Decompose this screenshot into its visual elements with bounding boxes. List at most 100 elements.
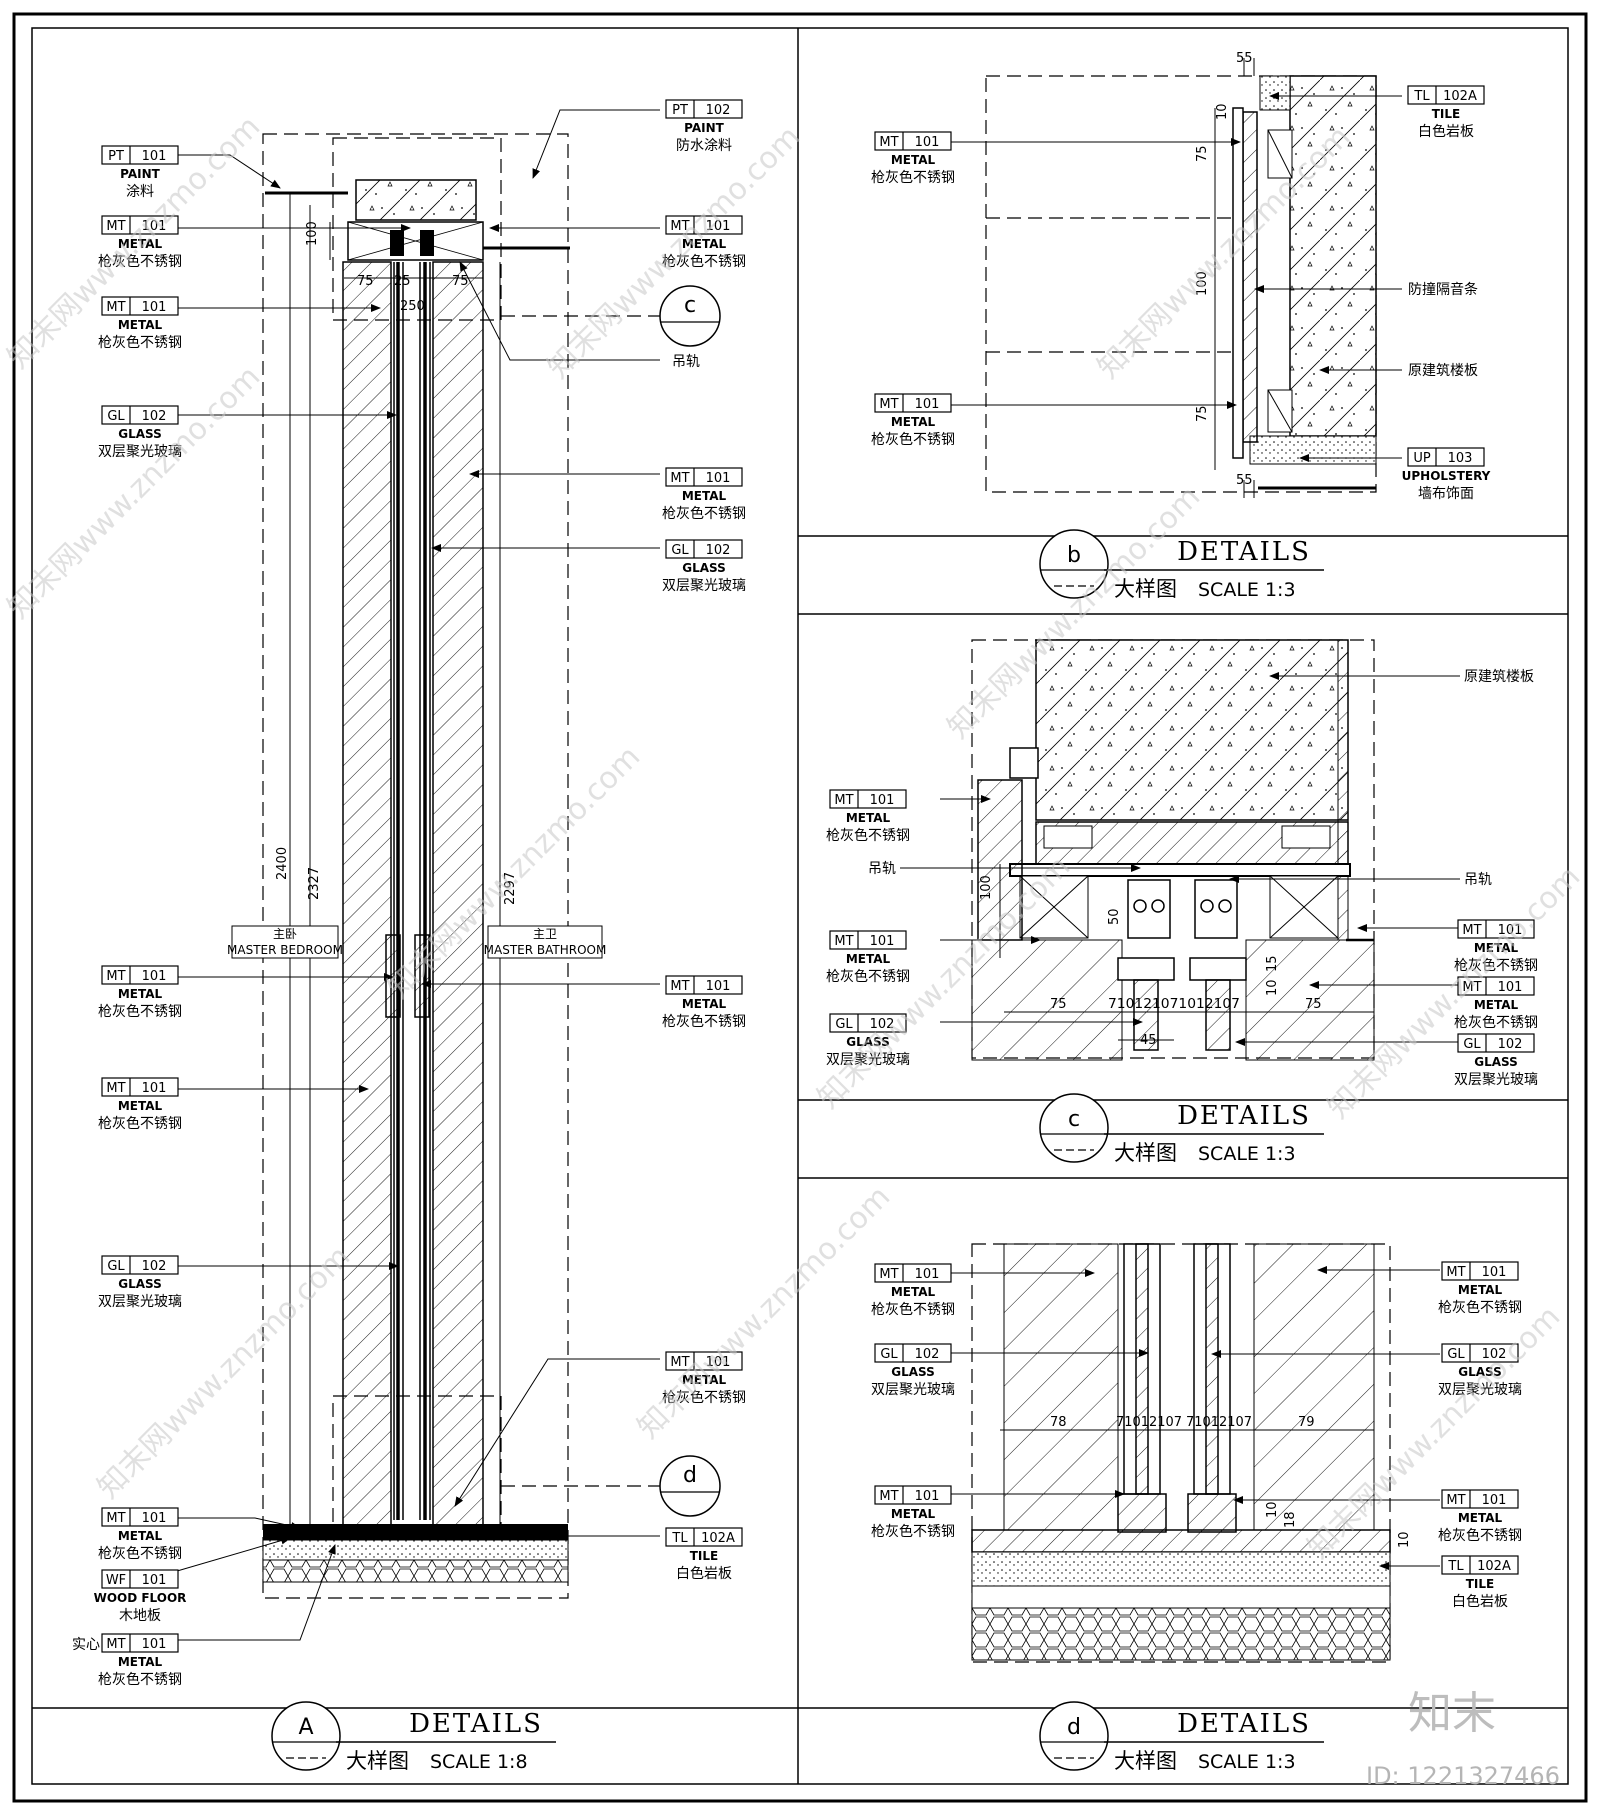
tag-number: 102 (706, 103, 731, 118)
tag-code: MT (834, 934, 853, 949)
tag-number: 101 (1482, 1265, 1507, 1280)
detail-title-cn: 大样图 (1114, 1141, 1177, 1165)
tag-number: 102A (701, 1531, 735, 1546)
dimension-lines-c (999, 864, 1374, 1041)
callout-slab: 原建筑楼板 (1464, 669, 1534, 685)
tag-number: 101 (142, 1081, 167, 1096)
tag-number: 101 (142, 300, 167, 315)
tag-material-cn: 枪灰色不锈钢 (1438, 1299, 1522, 1316)
leader-lines-a (150, 109, 660, 1641)
tag-code: TL (1413, 89, 1430, 104)
tag-material-cn: 枪灰色不锈钢 (662, 1013, 746, 1030)
tag-material-cn: 双层聚光玻璃 (1454, 1071, 1538, 1088)
watermark-text: 知末网www.znzmo.com (381, 739, 647, 1005)
section-bubble-d-label: d (683, 1463, 697, 1488)
tag-code: PT (108, 149, 124, 164)
tag-number: 101 (142, 1573, 167, 1588)
dim-10: 10 (1265, 1501, 1280, 1518)
tag-material-cn: 枪灰色不锈钢 (98, 1115, 182, 1132)
tag-code: MT (1446, 1265, 1465, 1280)
dim-100: 100 (1195, 271, 1210, 296)
slab-section (1289, 75, 1377, 437)
tag-number: 101 (1482, 1493, 1507, 1508)
dim-10: 10 (1397, 1531, 1412, 1548)
tag-material-cn: 枪灰色不锈钢 (871, 1301, 955, 1318)
tag-code: GL (1463, 1037, 1481, 1052)
tag-number: 101 (870, 934, 895, 949)
tag-code: MT (106, 1081, 125, 1096)
ceiling-finish-bathroom (1245, 939, 1375, 1061)
section-bubble-d (659, 1455, 721, 1517)
dim-78: 78 (1050, 1415, 1067, 1430)
dim-250: 250 (400, 299, 425, 314)
room-bathroom-en: MASTER BATHROOM (484, 943, 607, 957)
tag-material-cn: 白色岩板 (1418, 123, 1474, 140)
tag-code: MT (106, 219, 125, 234)
tag-code: MT (1462, 980, 1481, 995)
tag-material-name: METAL (118, 1099, 163, 1113)
tag-material-name: TILE (690, 1549, 719, 1563)
section-bubble-c-label: c (684, 293, 696, 318)
tag-material-cn: 木地板 (119, 1608, 161, 1624)
detail-title-cn: 大样图 (346, 1749, 409, 1773)
tag-number: 102A (1443, 89, 1477, 104)
tag-code: MT (670, 219, 689, 234)
tag-number: 103 (1448, 451, 1473, 466)
dim-75: 75 (1195, 405, 1210, 422)
dim-25: 25 (394, 274, 411, 289)
tag-material-cn: 双层聚光玻璃 (871, 1381, 955, 1398)
wall-finish-bottom (1249, 435, 1377, 465)
tag-material-cn: 双层聚光玻璃 (1438, 1381, 1522, 1398)
watermark-text: 知末网www.znzmo.com (541, 119, 807, 385)
tag-number: 101 (142, 219, 167, 234)
tag-number: 101 (915, 1267, 940, 1282)
tag-material-cn: 枪灰色不锈钢 (662, 1389, 746, 1406)
tag-material-name: METAL (891, 153, 936, 167)
dim-10: 10 (1265, 979, 1280, 996)
dim-2400: 2400 (275, 847, 290, 880)
tag-code: GL (107, 409, 125, 424)
track-wheel (390, 230, 404, 256)
detail-title-en: DETAILS (1177, 1709, 1311, 1739)
tag-material-name: GLASS (682, 561, 726, 575)
dim-mid: 710121071012107 (1108, 997, 1240, 1012)
tag-material-name: METAL (682, 237, 727, 251)
tag-number: 101 (706, 979, 731, 994)
tag-material-name: GLASS (1474, 1055, 1518, 1069)
metal-edge (1232, 107, 1244, 459)
tag-material-cn: 枪灰色不锈钢 (98, 253, 182, 270)
tag-material-name: PAINT (684, 121, 724, 135)
tag-number: 101 (915, 397, 940, 412)
tag-material-cn: 枪灰色不锈钢 (1454, 957, 1538, 974)
room-bedroom-cn: 主卧 (273, 927, 297, 941)
tag-number: 102 (1482, 1347, 1507, 1362)
tag-material-cn: 枪灰色不锈钢 (826, 827, 910, 844)
tag-material-name: GLASS (118, 1277, 162, 1291)
dim-2297: 2297 (503, 872, 518, 905)
tag-material-cn: 白色岩板 (676, 1565, 732, 1582)
detail-a-extent (262, 133, 569, 1599)
tag-material-cn: 防水涂料 (676, 138, 732, 154)
detail-scale: SCALE 1:3 (1198, 579, 1296, 601)
tag-number: 101 (142, 1637, 167, 1652)
mount-bracket (1009, 747, 1039, 779)
tag-material-name: METAL (682, 489, 727, 503)
dim-75: 75 (357, 274, 374, 289)
track-wheel (420, 230, 434, 256)
dim-100: 100 (305, 221, 320, 246)
dim-10: 10 (1215, 103, 1230, 120)
detail-scale: SCALE 1:8 (430, 1751, 528, 1773)
detail-title-en: DETAILS (409, 1709, 543, 1739)
detail-a: 2400 2327 2297 100 75 25 75 250 主卧 MASTE… (150, 109, 721, 1641)
tag-code: GL (835, 1017, 853, 1032)
floor-finish (263, 1524, 568, 1540)
